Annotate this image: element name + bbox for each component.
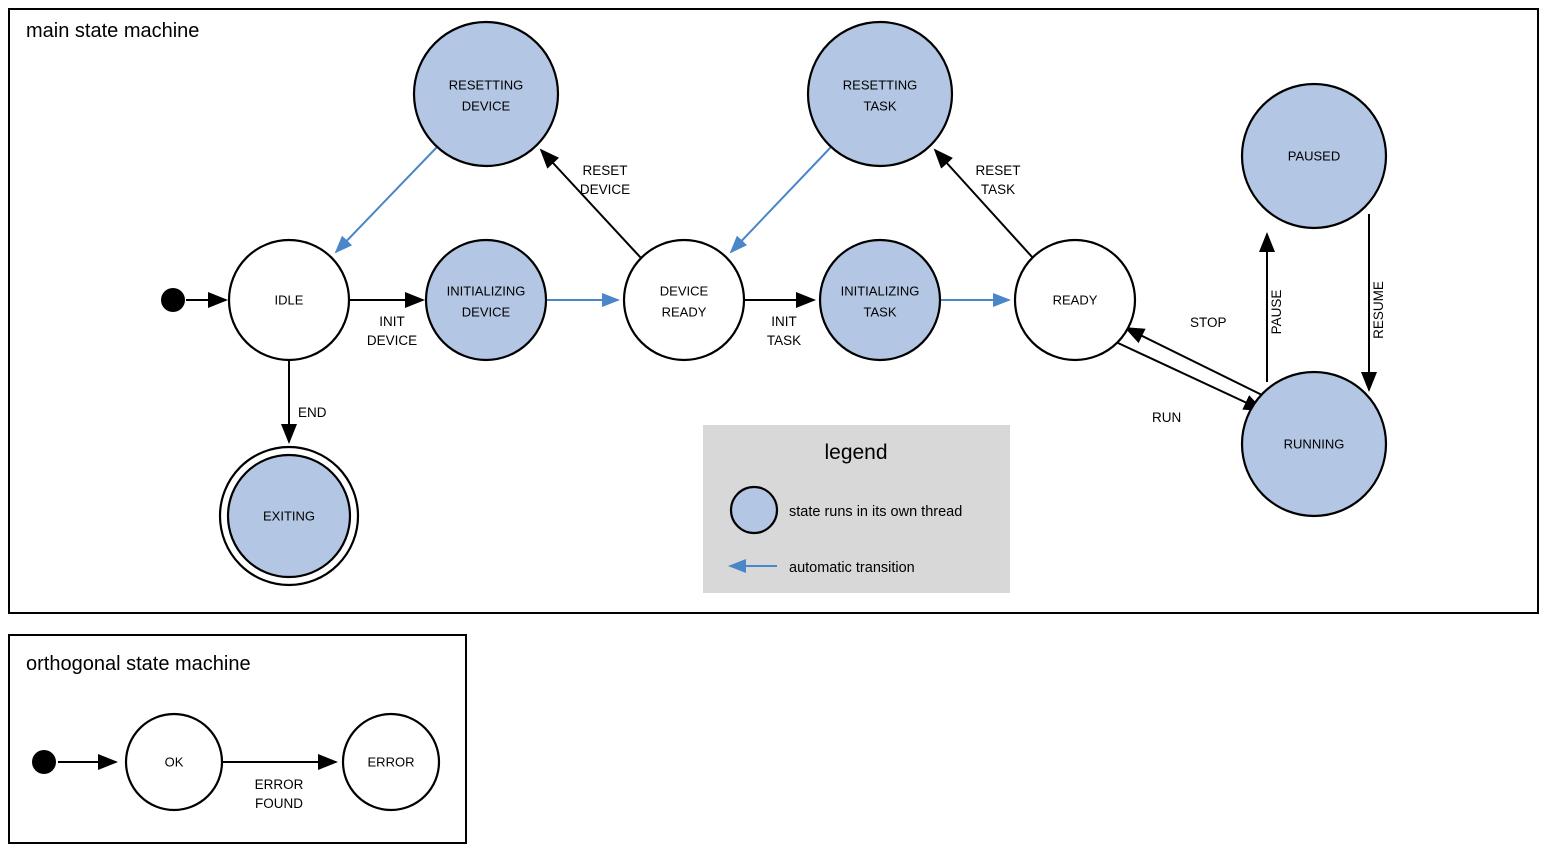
transition-label-reset-device-1: RESET: [582, 163, 627, 178]
state-label-resetting-task-2: TASK: [864, 98, 897, 113]
transition-ready-to-running: [1117, 342, 1264, 411]
state-label-resetting-device-1: RESETTING: [449, 77, 523, 92]
transition-resetting-task-to-device-ready: [729, 146, 832, 254]
transition-label-stop: STOP: [1190, 315, 1227, 330]
state-label-initializing-device-2: DEVICE: [462, 304, 511, 319]
state-label-resetting-task-1: RESETTING: [843, 77, 917, 92]
state-ready[interactable]: [1013, 238, 1137, 362]
transition-label-error-found-1: ERROR: [255, 777, 304, 792]
legend-title: legend: [824, 441, 887, 464]
transition-label-reset-task-2: TASK: [981, 182, 1015, 197]
transition-label-init-device-2: DEVICE: [367, 333, 417, 348]
state-label-initializing-task-1: INITIALIZING: [841, 283, 920, 298]
transition-running-to-ready: [1124, 327, 1263, 396]
transition-label-init-task-1: INIT: [771, 314, 797, 329]
state-label-error: ERROR: [368, 754, 415, 769]
initial-state-marker: [161, 288, 185, 312]
transition-label-reset-device-2: DEVICE: [580, 182, 630, 197]
state-label-resetting-device-2: DEVICE: [462, 98, 511, 113]
state-label-device-ready-2: READY: [662, 304, 707, 319]
main-frame-title: main state machine: [26, 20, 199, 42]
legend-thread-state-icon: [729, 485, 779, 535]
state-label-exiting: EXITING: [263, 508, 315, 523]
state-initializing-device[interactable]: [424, 238, 548, 362]
orthogonal-frame-title: orthogonal state machine: [26, 653, 251, 675]
state-paused[interactable]: [1240, 82, 1388, 230]
state-exiting[interactable]: [226, 453, 352, 579]
state-label-initializing-task-2: TASK: [864, 304, 897, 319]
state-device-ready[interactable]: [622, 238, 746, 362]
legend-item-label-thread-state: state runs in its own thread: [789, 504, 962, 520]
transition-label-resume: RESUME: [1371, 281, 1386, 339]
state-resetting-device[interactable]: [412, 20, 560, 168]
transition-device-ready-to-resetting-device: [539, 148, 642, 259]
transition-label-end: END: [298, 405, 327, 420]
state-idle[interactable]: [227, 238, 351, 362]
state-ok[interactable]: [124, 712, 224, 812]
ortho-initial-state-marker: [32, 750, 56, 774]
state-running[interactable]: [1240, 370, 1388, 518]
state-label-ok: OK: [165, 754, 184, 769]
transition-label-run: RUN: [1152, 410, 1181, 425]
state-label-running: RUNNING: [1284, 436, 1345, 451]
transition-label-init-device-1: INIT: [379, 314, 405, 329]
state-label-ready: READY: [1053, 292, 1098, 307]
transition-label-pause: PAUSE: [1269, 290, 1284, 335]
state-initializing-task[interactable]: [818, 238, 942, 362]
transition-label-reset-task-1: RESET: [975, 163, 1020, 178]
state-label-device-ready-1: DEVICE: [660, 283, 709, 298]
state-resetting-task[interactable]: [806, 20, 954, 168]
transition-label-init-task-2: TASK: [767, 333, 801, 348]
state-label-paused: PAUSED: [1288, 148, 1341, 163]
state-error[interactable]: [341, 712, 441, 812]
legend-item-label-automatic-transition: automatic transition: [789, 560, 915, 576]
transition-ready-to-resetting-task: [933, 148, 1034, 259]
transition-resetting-device-to-idle: [334, 146, 438, 254]
state-label-initializing-device-1: INITIALIZING: [447, 283, 526, 298]
state-label-idle: IDLE: [275, 292, 304, 307]
transition-label-error-found-2: FOUND: [255, 796, 303, 811]
state-exiting-outer-ring: [218, 445, 360, 587]
